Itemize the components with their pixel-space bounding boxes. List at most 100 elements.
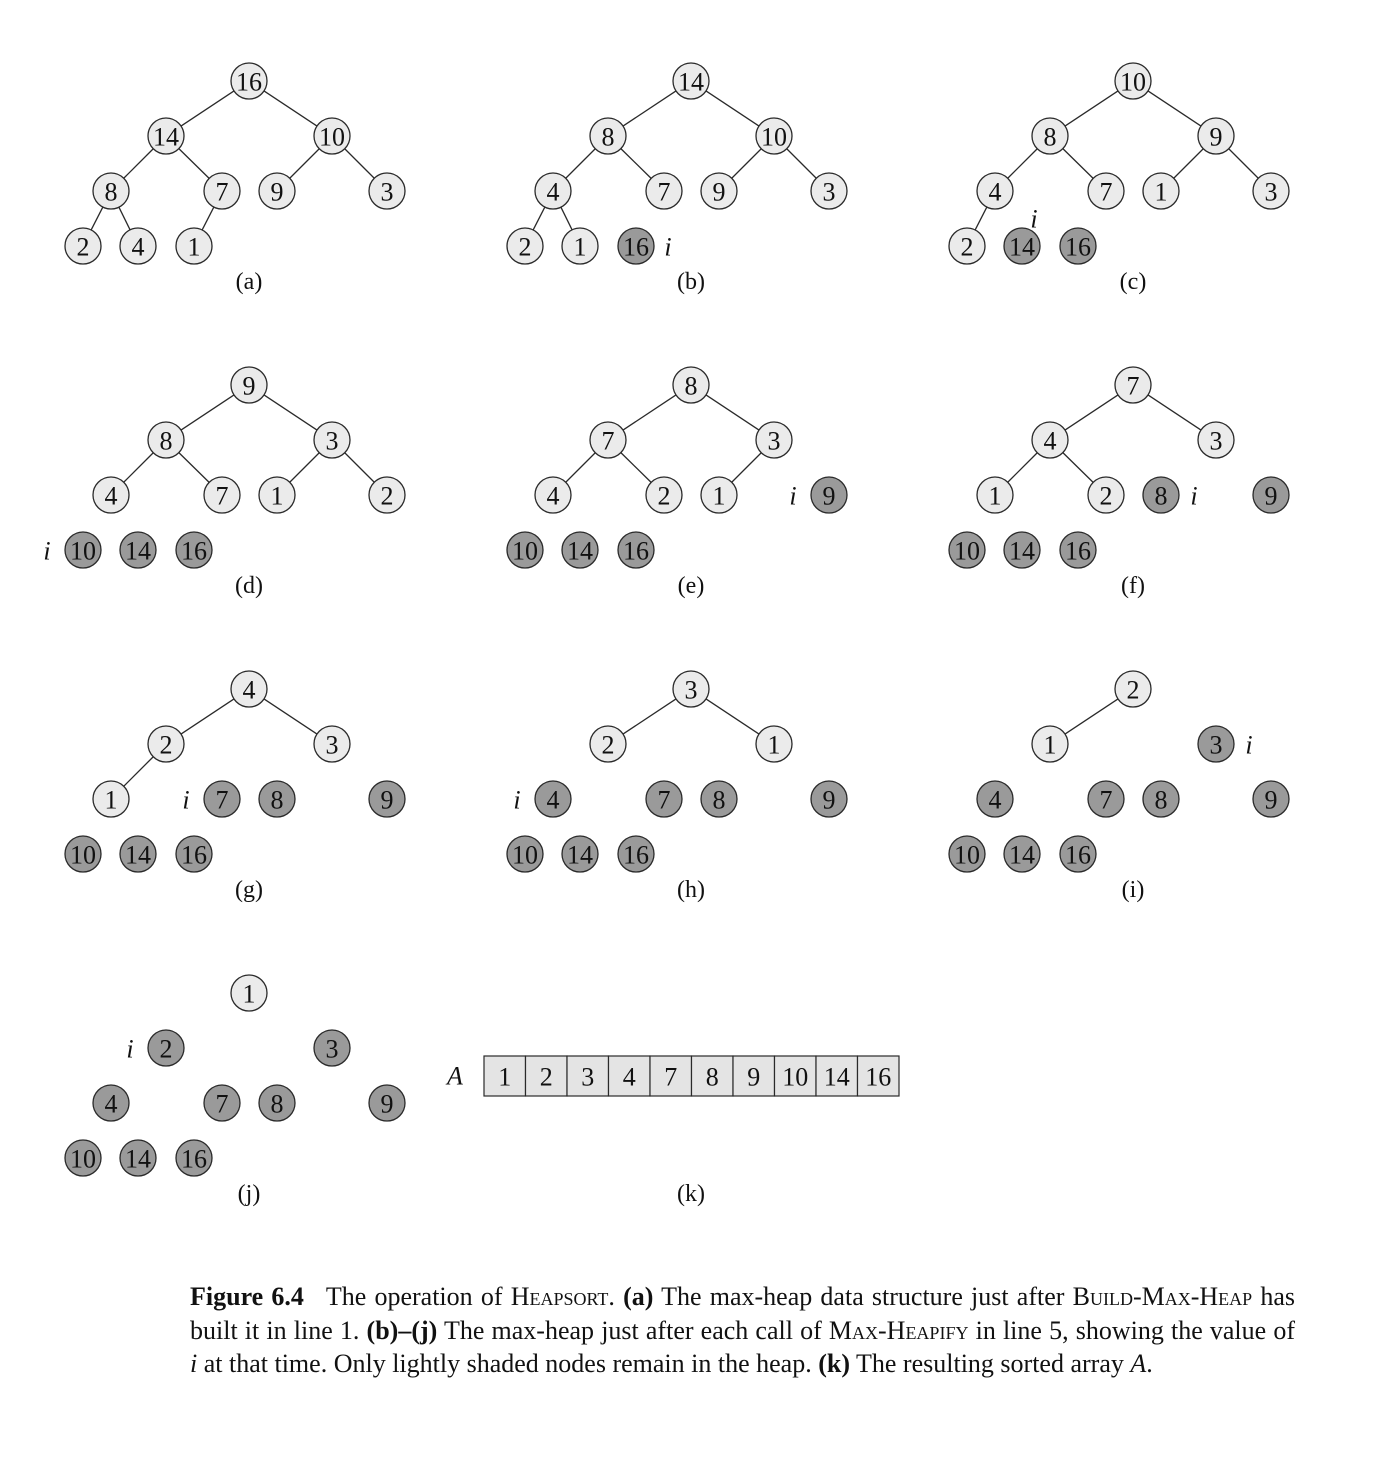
heap-node — [92, 172, 130, 210]
caption-text: The max-heap just after each call of — [437, 1315, 829, 1345]
node-value: 3 — [1265, 178, 1278, 207]
panel-label: (i) — [1122, 877, 1145, 903]
node-value: 14 — [125, 841, 151, 870]
heap-node — [203, 172, 241, 210]
heap-node — [672, 62, 710, 100]
tree-edge — [560, 206, 573, 231]
sorted-node — [175, 531, 213, 569]
tree-edge — [1228, 148, 1259, 179]
tree-edge — [263, 90, 318, 127]
heap-node — [230, 366, 268, 404]
node-value: 16 — [1065, 233, 1091, 262]
sorted-node — [258, 1084, 296, 1122]
tree-edge — [622, 394, 677, 431]
node-value: 10 — [1120, 68, 1146, 97]
heap-node — [700, 172, 738, 210]
node-value: 9 — [1265, 786, 1278, 815]
node-value: 7 — [216, 482, 229, 511]
heap-node — [313, 421, 351, 459]
sorted-node — [617, 835, 655, 873]
array-value: 14 — [824, 1063, 850, 1092]
heap-node — [368, 476, 406, 514]
tree-edge — [180, 394, 235, 431]
node-value: 10 — [512, 841, 538, 870]
tree-edge — [705, 90, 760, 127]
node-value: 10 — [319, 123, 345, 152]
caption-max-heapify: Max-Heapify — [828, 1315, 969, 1345]
caption-text: has built it in line 1. — [190, 1282, 1295, 1345]
node-value: 8 — [713, 786, 726, 815]
sorted-node — [119, 835, 157, 873]
heap-node — [1114, 366, 1152, 404]
tree-edge — [344, 148, 375, 179]
heap-node — [313, 117, 351, 155]
tree-edge — [201, 206, 215, 231]
node-value: 4 — [105, 1090, 118, 1119]
node-value: 4 — [1044, 427, 1057, 456]
heap-node — [147, 421, 185, 459]
array-cell — [815, 1055, 859, 1097]
node-value: 1 — [1155, 178, 1168, 207]
node-value: 2 — [1100, 482, 1113, 511]
caption-a-variable: A — [1130, 1349, 1147, 1378]
heap-node — [1197, 421, 1235, 459]
heap-node — [1252, 172, 1290, 210]
sorted-node — [1252, 476, 1290, 514]
node-value: 9 — [381, 786, 394, 815]
node-value: 7 — [1100, 786, 1113, 815]
tree-edge — [1007, 452, 1038, 483]
node-value: 4 — [547, 178, 560, 207]
heap-node — [948, 227, 986, 265]
sorted-node — [948, 531, 986, 569]
sorted-node — [368, 1084, 406, 1122]
heap-node — [534, 172, 572, 210]
caption-text: The operation of — [325, 1282, 511, 1311]
array-name: A — [445, 1062, 463, 1091]
node-value: 14 — [678, 68, 704, 97]
array-value: 16 — [865, 1063, 891, 1092]
heap-node — [700, 476, 738, 514]
sorted-node — [976, 780, 1014, 818]
heap-node — [976, 172, 1014, 210]
sorted-node — [1142, 780, 1180, 818]
tree-edge — [1147, 394, 1202, 431]
tree-edge — [289, 148, 320, 179]
caption-label-k: (k) — [818, 1349, 850, 1378]
node-value: 2 — [519, 233, 532, 262]
i-marker: i — [1030, 205, 1037, 234]
panel-label: (e) — [678, 573, 705, 599]
sorted-node — [313, 1029, 351, 1067]
node-value: 2 — [602, 731, 615, 760]
caption-text: in line 5, showing the value of — [968, 1315, 1295, 1345]
array-value: 7 — [664, 1063, 677, 1092]
sorted-node — [92, 1084, 130, 1122]
caption-label-b-j: (b)–(j) — [366, 1315, 438, 1345]
tree-edge — [622, 90, 677, 127]
caption-text: The resulting sorted array — [849, 1349, 1131, 1378]
tree-edge — [1064, 698, 1119, 735]
heap-node — [1114, 670, 1152, 708]
tree-edge — [532, 206, 546, 231]
i-marker: i — [43, 537, 50, 566]
caption-i-variable: i — [190, 1349, 198, 1378]
node-value: 1 — [188, 233, 201, 262]
node-value: 1 — [768, 731, 781, 760]
node-value: 10 — [761, 123, 787, 152]
tree-edge — [1062, 148, 1094, 179]
sorted-node — [368, 780, 406, 818]
node-value: 8 — [685, 372, 698, 401]
heap-node — [230, 62, 268, 100]
heap-node — [589, 421, 627, 459]
node-value: 3 — [1210, 427, 1223, 456]
sorted-node — [810, 476, 848, 514]
sorted-node — [64, 835, 102, 873]
sorted-node — [1003, 227, 1041, 265]
array-cell — [690, 1055, 734, 1097]
heap-node — [645, 476, 683, 514]
